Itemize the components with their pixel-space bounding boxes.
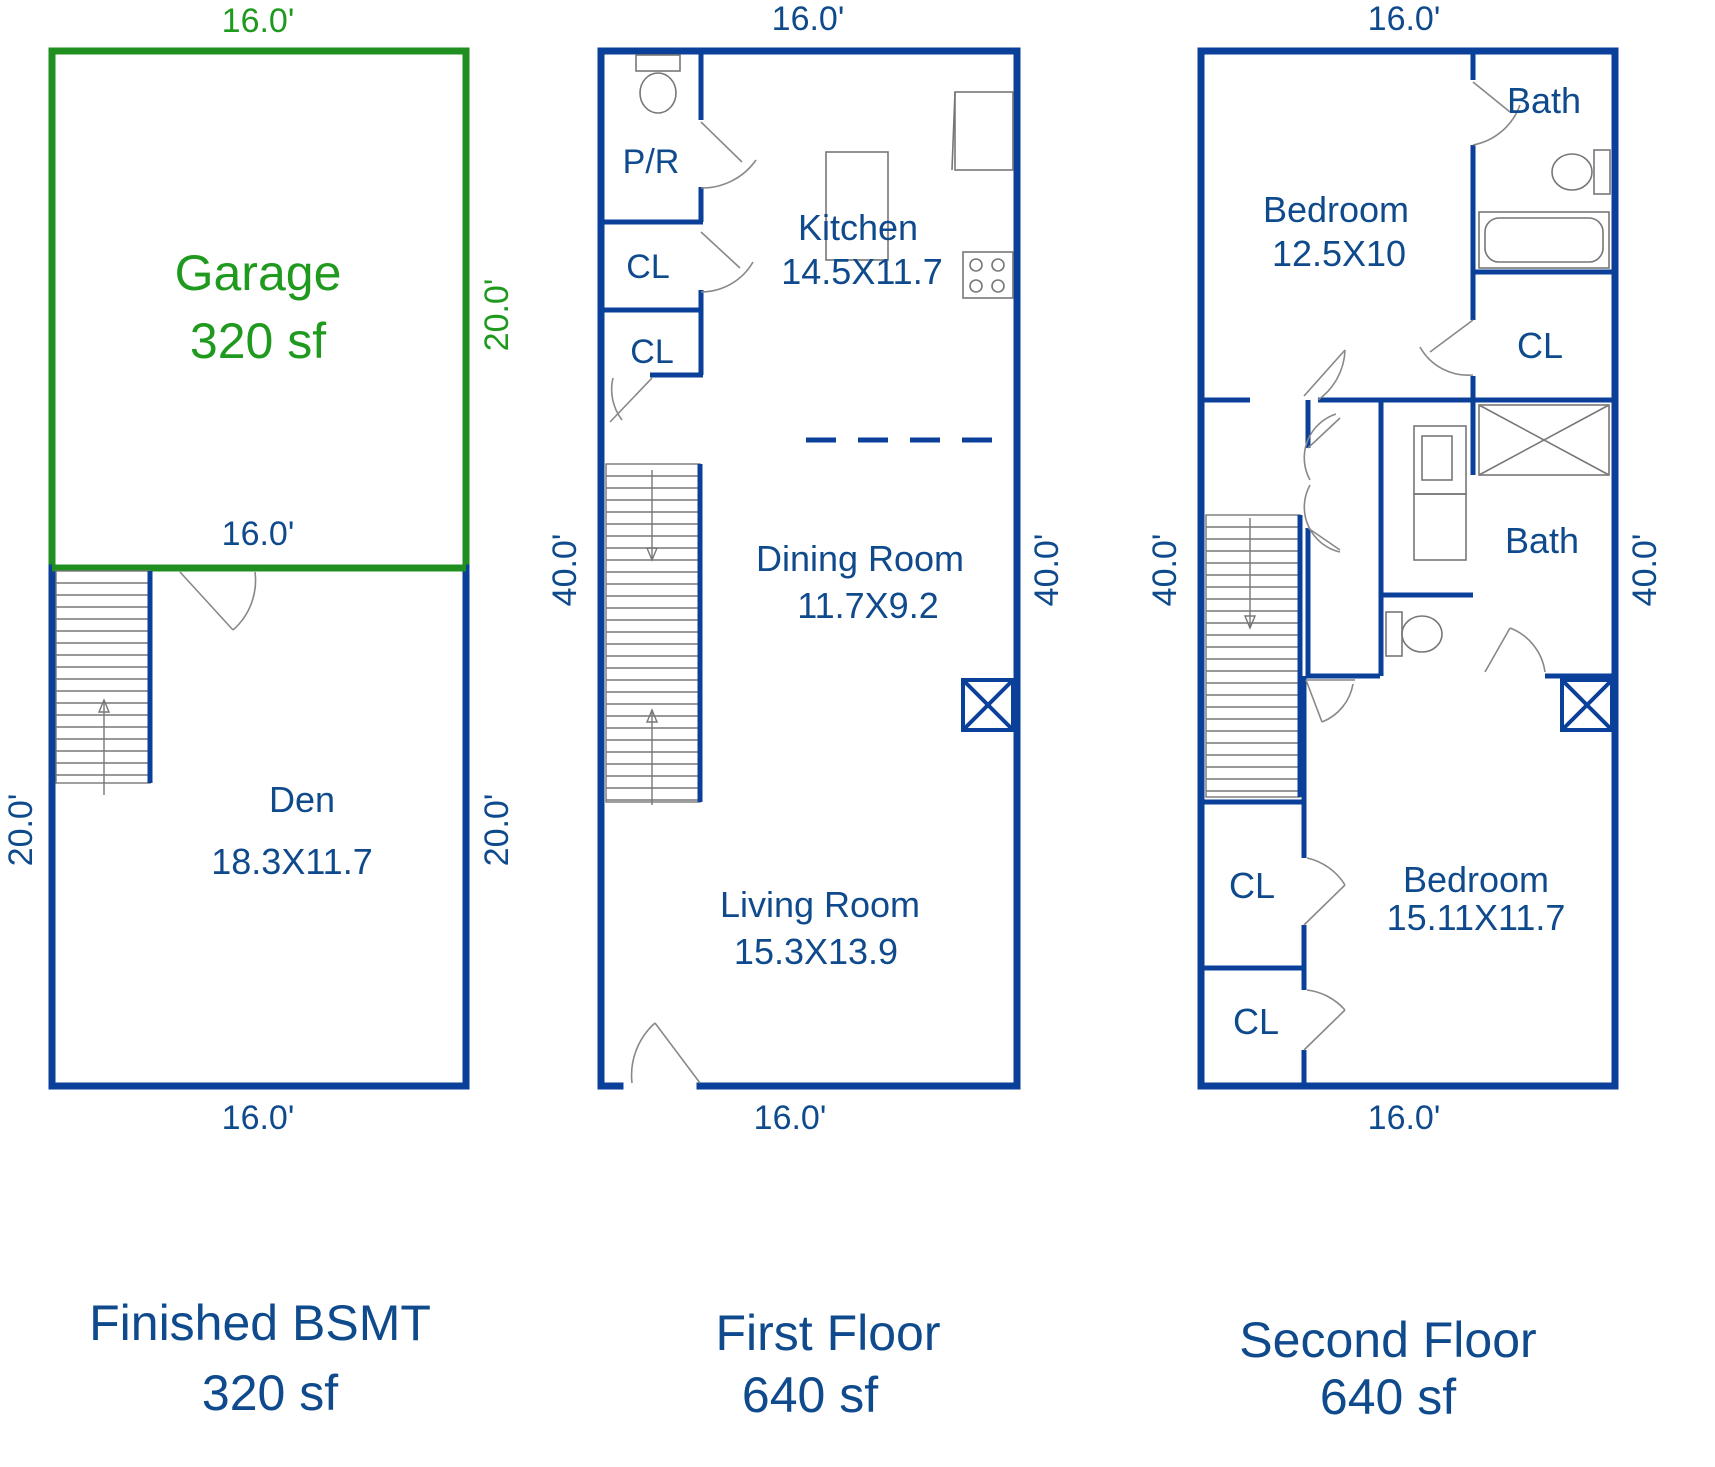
kitchen-label: Kitchen [798,207,918,248]
toilet-icon-lower [1385,611,1443,657]
basement-area: 320 sf [202,1365,338,1421]
bedroom-upper-label: Bedroom [1263,189,1409,230]
garage-outline [48,47,470,572]
front-door [630,1022,701,1084]
toilet-icon [635,54,681,114]
second-floor-outline [1197,47,1619,1090]
chase-icon [961,678,1015,732]
stove-icon [962,251,1014,299]
second-floor-closet-2-label: CL [1229,865,1275,906]
second-floor-stairs [1205,514,1303,798]
shower-icon [1478,404,1610,476]
powder-room-door [700,121,757,189]
second-floor-dim-left: 40.0' [1146,534,1184,607]
second-floor-dim-right: 40.0' [1626,534,1664,607]
closet-door-lower-1 [1303,857,1346,926]
bath-door-lower [1484,627,1546,673]
garage-label: Garage [175,245,342,301]
second-floor-dim-bottom: 16.0' [1368,1099,1441,1137]
second-floor-dim-top: 16.0' [1368,0,1441,38]
bedroom-lower-label: Bedroom [1403,859,1549,900]
living-room-size: 15.3X13.9 [734,931,898,972]
first-floor-dim-right: 40.0' [1028,534,1066,607]
den-dim-bottom: 16.0' [222,1099,295,1137]
first-floor-stairs [605,463,703,805]
second-floor-closet-3-label: CL [1233,1001,1279,1042]
laundry-doors [1303,413,1341,553]
bedroom-closet-door [1419,319,1474,377]
washer-dryer-icon [1413,425,1467,561]
bathtub-icon [1478,211,1610,269]
first-floor-dim-top: 16.0' [772,0,845,38]
den-door [179,571,257,631]
garage-dim-right: 20.0' [478,279,516,352]
living-room-label: Living Room [720,884,920,925]
closet-door-lower-2 [1303,989,1346,1051]
powder-room-label: P/R [623,143,680,181]
garage-dim-bottom: 16.0' [222,515,295,553]
bath-lower-label: Bath [1505,520,1579,561]
second-floor-closet-1-label: CL [1517,325,1563,366]
second-floor-plan: 16.0' 16.0' 40.0' 40.0' Bath Bedroom 12.… [1146,0,1664,1425]
garage-area: 320 sf [190,313,326,369]
second-floor-title: Second Floor [1239,1312,1536,1368]
den-dim-right: 20.0' [478,794,516,867]
first-floor-area: 640 sf [742,1367,878,1423]
bath-door-upper [1472,81,1521,146]
den-size: 18.3X11.7 [211,841,372,882]
den-outline [48,564,470,1090]
toilet-icon-upper [1551,149,1611,195]
dining-room-label: Dining Room [756,538,964,579]
first-floor-closet-1-label: CL [626,248,669,286]
first-floor-title: First Floor [716,1305,941,1361]
den-dim-left: 20.0' [2,794,40,867]
kitchen-size: 14.5X11.7 [781,251,942,292]
refrigerator-icon [951,91,1014,171]
bedroom-door-upper [1303,349,1346,401]
second-floor-area: 640 sf [1320,1369,1456,1425]
basement-plan: 16.0' 16.0' 16.0' 20.0' 20.0' 20.0' Gara… [2,2,516,1421]
first-floor-dim-left: 40.0' [546,534,584,607]
closet-door-2 [609,377,653,423]
basement-stairs [55,570,153,795]
first-floor-plan: 16.0' 16.0' 40.0' 40.0' P/R CL CL Kitche… [546,0,1066,1423]
first-floor-closet-2-label: CL [630,333,673,371]
basement-title: Finished BSMT [89,1295,431,1351]
den-label: Den [269,779,335,820]
bedroom-lower-size: 15.11X11.7 [1387,897,1566,938]
dining-room-size: 11.7X9.2 [797,585,938,626]
bath-upper-label: Bath [1507,80,1581,121]
first-floor-dim-bottom: 16.0' [754,1099,827,1137]
bedroom-door-lower [1305,679,1355,723]
chase-icon-second [1560,678,1614,732]
garage-dim-top: 16.0' [222,2,295,40]
bedroom-upper-size: 12.5X10 [1272,233,1406,274]
kitchen-island [825,151,889,261]
first-floor-outline [597,47,1021,1090]
closet-door-1 [700,231,754,293]
